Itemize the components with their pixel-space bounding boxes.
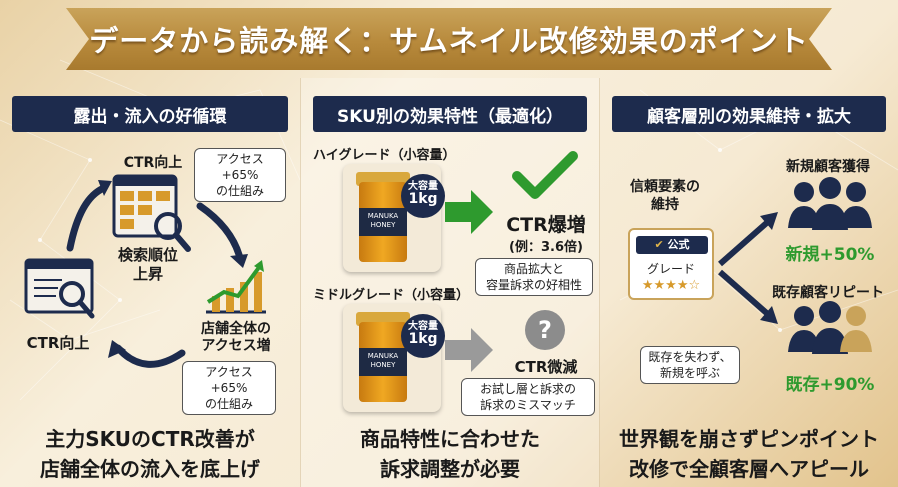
panel2-footer: 商品特性に合わせた 訴求調整が必要 bbox=[360, 427, 540, 481]
panel-traffic-cycle: 露出・流入の好循環 CTR向上 アクセス+65% の仕組み 検索順位 上昇 bbox=[0, 78, 300, 487]
callout-top-text: アクセス+65% の仕組み bbox=[215, 152, 264, 198]
callout-bottom: アクセス+65% の仕組み bbox=[182, 361, 276, 415]
repeat-pct: 既存+90% bbox=[785, 375, 875, 395]
callout-customer-text: 既存を失わず、 新規を呼ぶ bbox=[648, 350, 732, 380]
growth-chart-icon bbox=[206, 260, 266, 314]
new-customers-label: 新規顧客獲得 bbox=[786, 159, 870, 175]
grade-text: グレード bbox=[646, 262, 695, 276]
callout-high: 商品拡大と 容量訴求の好相性 bbox=[475, 258, 593, 296]
title-banner: データから読み解く：サムネイル改修効果のポイント bbox=[66, 8, 832, 70]
honey-jar-high: MANUKA HONEY 大容量 1kg bbox=[343, 164, 445, 272]
green-arrow bbox=[445, 190, 493, 234]
honey-jar-mid: MANUKA HONEY 大容量 1kg bbox=[343, 304, 445, 412]
panel3-heading: 顧客層別の効果維持・拡大 bbox=[612, 96, 886, 132]
panel-sku-effects: SKU別の効果特性（最適化） ハイグレード（小容量） MANUKA HONEY … bbox=[300, 78, 600, 487]
badge-size-text-mid: 1kg bbox=[408, 331, 438, 347]
browser-search-icon bbox=[24, 258, 95, 319]
badge-size-text-high: 1kg bbox=[408, 191, 438, 207]
new-pct: 新規+50% bbox=[785, 245, 875, 265]
mid-grade-label: ミドルグレード（小容量） bbox=[313, 288, 470, 303]
store-access-label: 店舗全体の アクセス増 bbox=[201, 321, 271, 354]
badge-top-text-high: 大容量 bbox=[408, 181, 438, 192]
people-group-repeat-icon bbox=[788, 301, 872, 354]
search-grid-icon bbox=[112, 174, 191, 252]
callout-customer: 既存を失わず、 新規を呼ぶ bbox=[640, 346, 740, 384]
star-rating: ★★★★☆ bbox=[641, 278, 701, 293]
ctr-boom-label: CTR爆増 bbox=[506, 214, 586, 236]
size-badge-high: 大容量 1kg bbox=[401, 174, 445, 218]
check-icon bbox=[512, 151, 578, 199]
callout-mid-text: お試し層と訴求の 訴求のミスマッチ bbox=[479, 382, 576, 412]
high-grade-label: ハイグレード（小容量） bbox=[313, 148, 456, 163]
split-arrows bbox=[718, 212, 778, 324]
page-title: データから読み解く：サムネイル改修効果のポイント bbox=[89, 24, 809, 58]
repeat-customers-label: 既存顧客リピート bbox=[772, 285, 884, 301]
official-badge: ✔ 公式 bbox=[636, 236, 708, 254]
callout-top: アクセス+65% の仕組み bbox=[194, 148, 286, 202]
trust-card: ✔ 公式 グレード ★★★★☆ bbox=[628, 228, 714, 300]
ctr-small-label: CTR微減 bbox=[514, 358, 578, 376]
ctr-boom-sub: (例：3.6倍) bbox=[509, 240, 583, 255]
panel-customer-segments: 顧客層別の効果維持・拡大 信頼要素の 維持 ✔ 公式 グレード ★★★★☆ 新規… bbox=[600, 78, 898, 487]
panel3-footer: 世界観を崩さずピンポイント 改修で全顧客層へアピール bbox=[619, 427, 879, 481]
panel1-footer: 主力SKUのCTR改善が 店舗全体の流入を底上げ bbox=[40, 427, 260, 481]
cycle-arrows bbox=[66, 180, 248, 368]
search-rank-label: 検索順位 上昇 bbox=[117, 246, 178, 283]
panel1-heading: 露出・流入の好循環 bbox=[12, 96, 288, 132]
ctr-top-label: CTR向上 bbox=[123, 155, 183, 171]
callout-mid: お試し層と訴求の 訴求のミスマッチ bbox=[461, 378, 595, 416]
jar-label-high: MANUKA HONEY bbox=[359, 208, 407, 236]
svg-text:?: ? bbox=[538, 316, 552, 344]
ctr-left-label: CTR向上 bbox=[26, 334, 90, 352]
trust-label: 信頼要素の 維持 bbox=[630, 179, 700, 213]
size-badge-mid: 大容量 1kg bbox=[401, 314, 445, 358]
gray-arrow bbox=[445, 328, 493, 372]
official-text: 公式 bbox=[667, 238, 690, 251]
question-icon: ? bbox=[525, 310, 565, 350]
shield-check-icon: ✔ bbox=[654, 238, 668, 251]
people-group-icon bbox=[788, 177, 872, 230]
jar-label-mid: MANUKA HONEY bbox=[359, 348, 407, 376]
callout-high-text: 商品拡大と 容量訴求の好相性 bbox=[485, 262, 582, 292]
badge-top-text-mid: 大容量 bbox=[408, 321, 438, 332]
panel2-heading: SKU別の効果特性（最適化） bbox=[313, 96, 587, 132]
callout-bottom-text: アクセス+65% の仕組み bbox=[204, 365, 253, 411]
